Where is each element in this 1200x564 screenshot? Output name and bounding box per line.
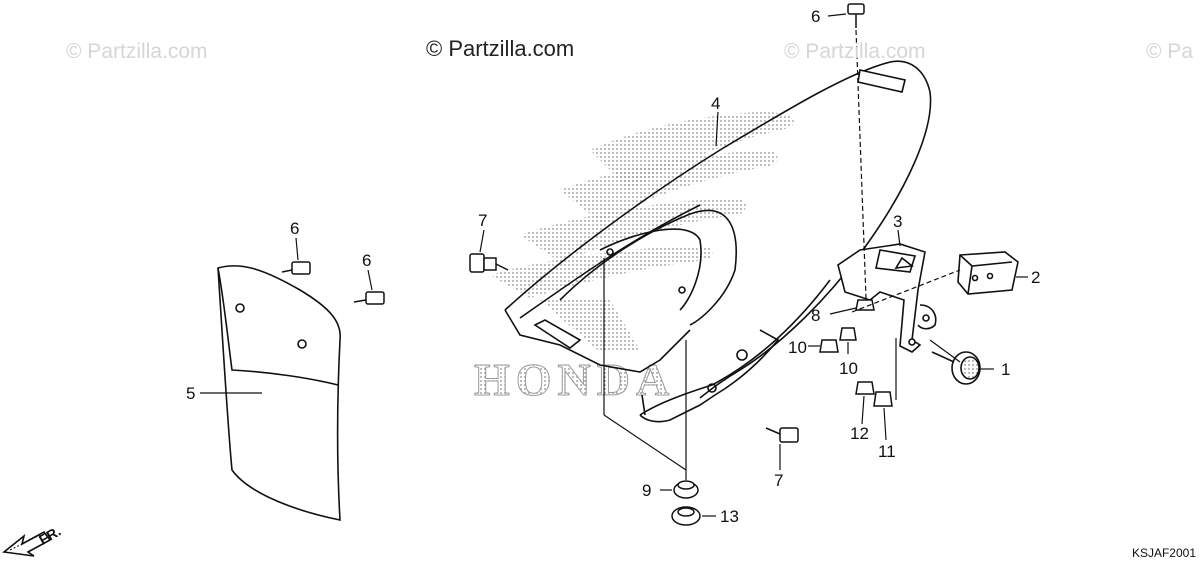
part-2-reflector <box>957 251 1019 295</box>
callout-2: 2 <box>1031 268 1041 287</box>
callout-6-top: 6 <box>811 7 821 26</box>
watermark-left: © Partzilla.com <box>66 40 208 63</box>
part-1-grommet <box>931 351 981 385</box>
honda-wing-logo <box>490 112 794 352</box>
callout-11: 11 <box>878 442 896 461</box>
watermark-main: © Partzilla.com <box>426 36 575 61</box>
callout-1: 1 <box>1001 360 1011 379</box>
watermark-mid: © Partzilla.com <box>784 40 926 63</box>
callout-4: 4 <box>711 94 721 113</box>
callout-13: 13 <box>720 507 739 526</box>
callout-6-mid: 6 <box>362 251 372 270</box>
honda-logo-letters: HONDA <box>474 354 675 405</box>
callout-7-upper: 7 <box>478 211 488 230</box>
callout-7-lower: 7 <box>774 471 784 490</box>
part-3-bracket <box>837 243 937 353</box>
callout-10-right: 10 <box>839 359 858 378</box>
watermark-right: © Pa <box>1146 40 1193 63</box>
callout-6-left: 6 <box>290 219 300 238</box>
callout-10-left: 10 <box>788 338 807 357</box>
fasteners <box>281 3 893 526</box>
callout-3: 3 <box>893 212 903 231</box>
part-5-mud-flap <box>217 265 341 521</box>
leader-lines <box>200 13 1028 517</box>
callout-8: 8 <box>811 306 821 325</box>
diagram-code: KSJAF2001 <box>1131 546 1196 560</box>
callout-5: 5 <box>186 384 196 403</box>
part-4-rear-fender <box>504 60 932 423</box>
front-arrow-icon <box>2 530 52 557</box>
callout-9: 9 <box>642 481 652 500</box>
callout-12: 12 <box>850 424 869 443</box>
